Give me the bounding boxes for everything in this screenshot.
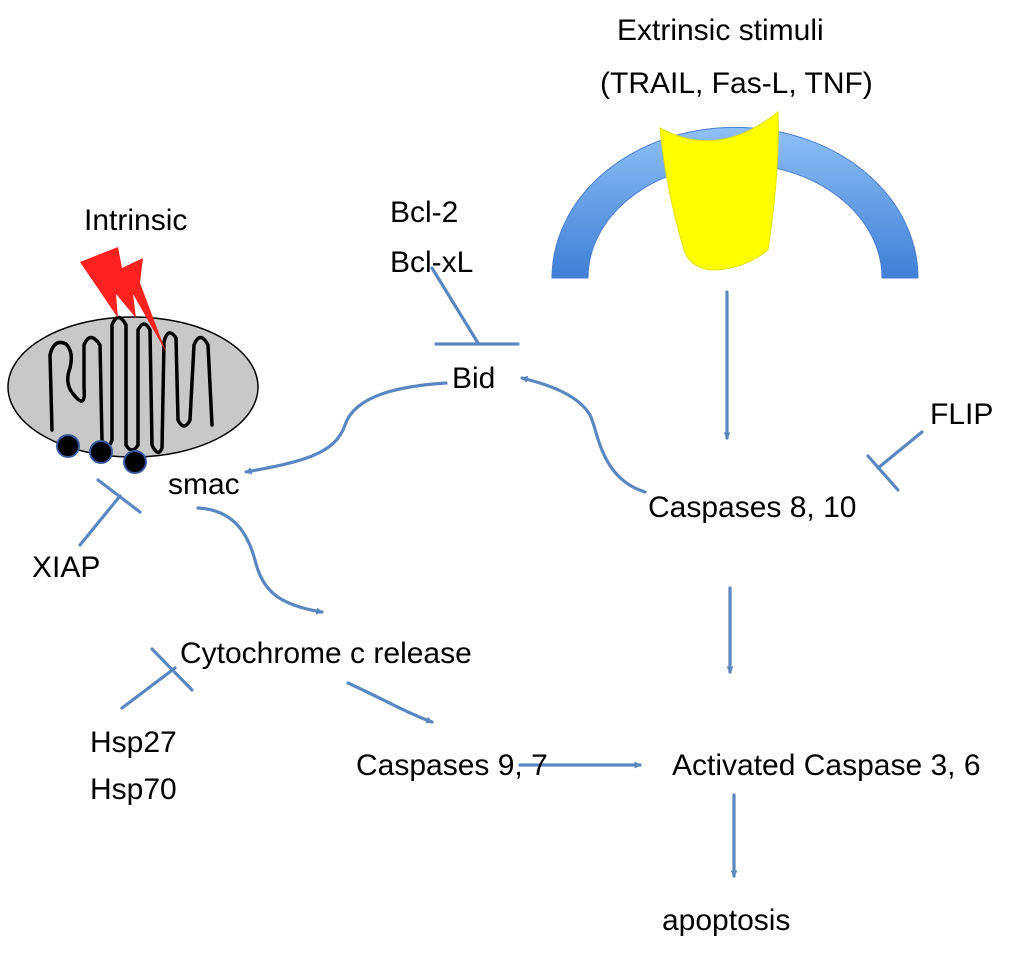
arrow-caspases-8-10-to-bid	[520, 375, 647, 494]
inhibition-hsp-cytochrome	[120, 647, 194, 710]
label-bclxl: Bcl-xL	[390, 246, 473, 279]
label-cytochrome: Cytochrome c release	[180, 637, 472, 670]
inhibition-xiap-smac	[78, 478, 142, 547]
mitochondrion-icon	[7, 315, 259, 474]
label-caspases-9-7: Caspases 9, 7	[356, 749, 548, 782]
arrow-bid-to-smac	[244, 381, 448, 475]
label-hsp27: Hsp27	[90, 726, 177, 759]
label-caspases-8-10: Caspases 8, 10	[648, 491, 856, 524]
label-flip: FLIP	[930, 398, 993, 431]
label-intrinsic: Intrinsic	[84, 204, 187, 237]
ligand-icon	[659, 110, 779, 271]
label-xiap: XIAP	[32, 551, 100, 584]
arrow-smac-to-cytochrome	[196, 506, 324, 615]
labels: Extrinsic stimuli (TRAIL, Fas-L, TNF) In…	[32, 14, 993, 937]
membrane-receptor-icon	[551, 126, 919, 279]
label-bcl2: Bcl-2	[390, 196, 458, 229]
label-smac: smac	[168, 468, 240, 501]
lightning-bolt-icon	[80, 247, 166, 352]
label-hsp70: Hsp70	[90, 773, 177, 806]
label-extrinsic-line2: (TRAIL, Fas-L, TNF)	[600, 67, 873, 100]
label-activated-caspase: Activated Caspase 3, 6	[672, 749, 981, 782]
arrow-cytochrome-to-caspases-9-7	[346, 681, 434, 724]
edges	[78, 266, 924, 878]
inhibition-flip-caspases	[866, 430, 924, 492]
label-apoptosis: apoptosis	[662, 904, 790, 937]
inhibition-bcl2-bid	[430, 266, 520, 346]
label-extrinsic-line1: Extrinsic stimuli	[617, 14, 824, 47]
label-bid: Bid	[452, 362, 495, 395]
